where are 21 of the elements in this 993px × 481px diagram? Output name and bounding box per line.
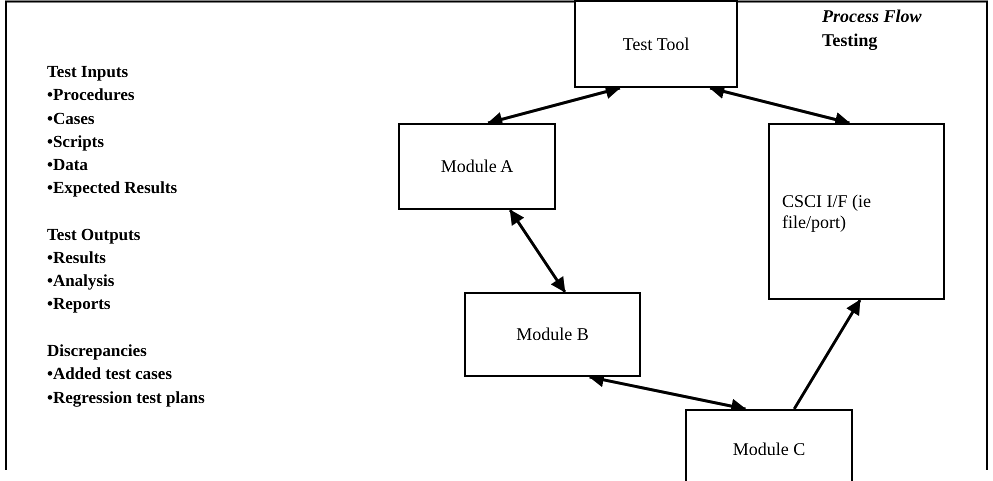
list-item: •Regression test plans xyxy=(47,388,205,408)
arrow xyxy=(792,299,862,410)
module-box: Module C xyxy=(685,409,853,481)
arrow xyxy=(508,209,566,293)
list-item: •Added test cases xyxy=(47,364,172,384)
list-item: •Procedures xyxy=(47,85,134,105)
list-item: •Data xyxy=(47,155,88,175)
list-item: •Scripts xyxy=(47,132,104,152)
list-item: •Results xyxy=(47,248,106,268)
diagram-title: Process Flow Testing xyxy=(822,5,923,52)
list-item: •Analysis xyxy=(47,271,114,291)
list-item: •Cases xyxy=(47,109,95,129)
section-heading: Test Outputs xyxy=(47,225,140,245)
module-box: Module A xyxy=(398,123,556,210)
module-box: Module B xyxy=(464,292,641,377)
list-item: •Expected Results xyxy=(47,178,178,198)
tool-box: Test Tool xyxy=(574,0,738,88)
list-item: •Reports xyxy=(47,294,111,314)
interface-box: CSCI I/F (ie file/port) xyxy=(768,123,945,300)
section-heading: Test Inputs xyxy=(47,62,128,82)
section-heading: Discrepancies xyxy=(47,341,147,361)
